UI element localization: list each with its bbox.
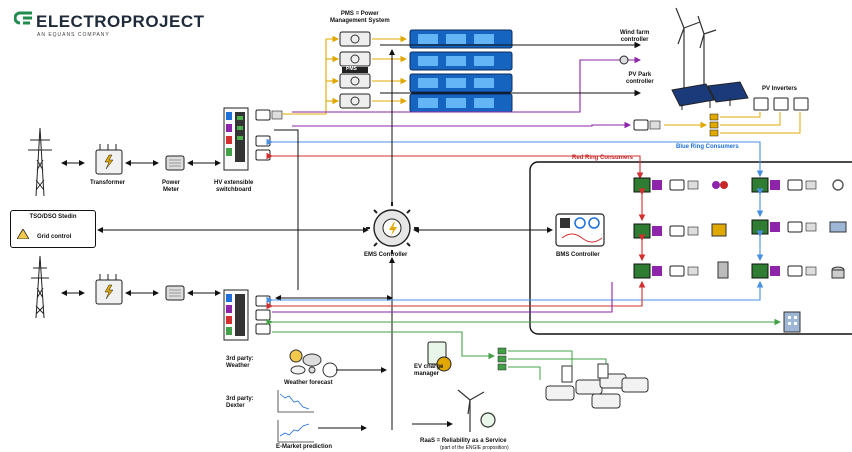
blue-ring-label: Blue Ring Consumers — [676, 144, 739, 150]
raas-turbine-icon — [457, 389, 496, 432]
pv-inverter-bus — [633, 113, 719, 137]
logo-mark-icon — [14, 11, 32, 25]
tso-label: TSO/DSO Stedin — [29, 214, 77, 220]
weather-forecast-label: Weather forecast — [284, 380, 333, 386]
brand-name: ELECTROPROJECT — [36, 12, 205, 31]
pms-batteries — [339, 29, 513, 113]
ems-label: EMS Controller — [364, 252, 408, 258]
raas-sub-label: (part of the ENGIE proposition) — [440, 445, 509, 451]
pms-label: PMS = Power Management System — [330, 11, 390, 24]
brand-logo: ELECTROPROJECT AN EQUANS COMPANY — [14, 8, 224, 42]
ev-charger-bus — [497, 347, 507, 371]
transmission-tower-icon — [31, 255, 49, 319]
hv-switchboard-icon — [223, 107, 249, 171]
transformer-icon — [95, 144, 123, 175]
wind-farm-label: Wind farm controller — [620, 30, 650, 43]
bms-controller-icon — [555, 213, 605, 247]
red-ring-label: Red Ring Consumers — [572, 155, 634, 161]
warning-icon — [17, 229, 29, 239]
power-meter-icon — [165, 285, 185, 301]
ev-charge-manager-icon — [427, 341, 452, 372]
power-meter-icon — [165, 155, 185, 171]
red-ring-consumers — [633, 177, 729, 279]
raas-label: RaaS = Reliability as a Service — [420, 438, 507, 444]
power-meter-label: Power Meter — [162, 180, 181, 193]
pv-park-label: PV Park controller — [626, 72, 654, 85]
weather-party-label: 3rd party: Weather — [226, 356, 254, 369]
transmission-tower-icon — [28, 127, 52, 197]
office-building-icon — [783, 311, 801, 333]
transformer-icon — [95, 274, 123, 305]
hv-switchboard-icon — [223, 289, 249, 341]
solar-panel-icon — [671, 81, 749, 110]
hv-switchboard-label: HV extensible switchboard — [214, 180, 254, 193]
weather-icons — [289, 349, 338, 378]
bms-label: BMS Controller — [556, 252, 600, 258]
dexter-party-label: 3rd party: Dexter — [226, 396, 254, 409]
emarket-chart-icons — [277, 390, 314, 443]
grid-control-label: Grid control — [37, 234, 72, 240]
ev-charge-label: EV charge manager — [414, 364, 444, 377]
transformer-label: Transformer — [90, 180, 126, 186]
blue-ring-consumers — [751, 177, 847, 279]
pms-tag: PMS — [346, 66, 357, 72]
brand-tagline: AN EQUANS COMPANY — [37, 32, 110, 38]
electric-vehicles-icon — [545, 363, 649, 409]
pv-inverters-label: PV Inverters — [762, 86, 798, 92]
ems-controller-icon — [366, 202, 418, 254]
pv-inverter-icon — [753, 97, 809, 111]
wind-turbine-icon — [675, 7, 717, 92]
tso-box: TSO/DSO Stedin Grid control — [10, 210, 96, 248]
emarket-label: E-Market prediction — [276, 444, 333, 450]
